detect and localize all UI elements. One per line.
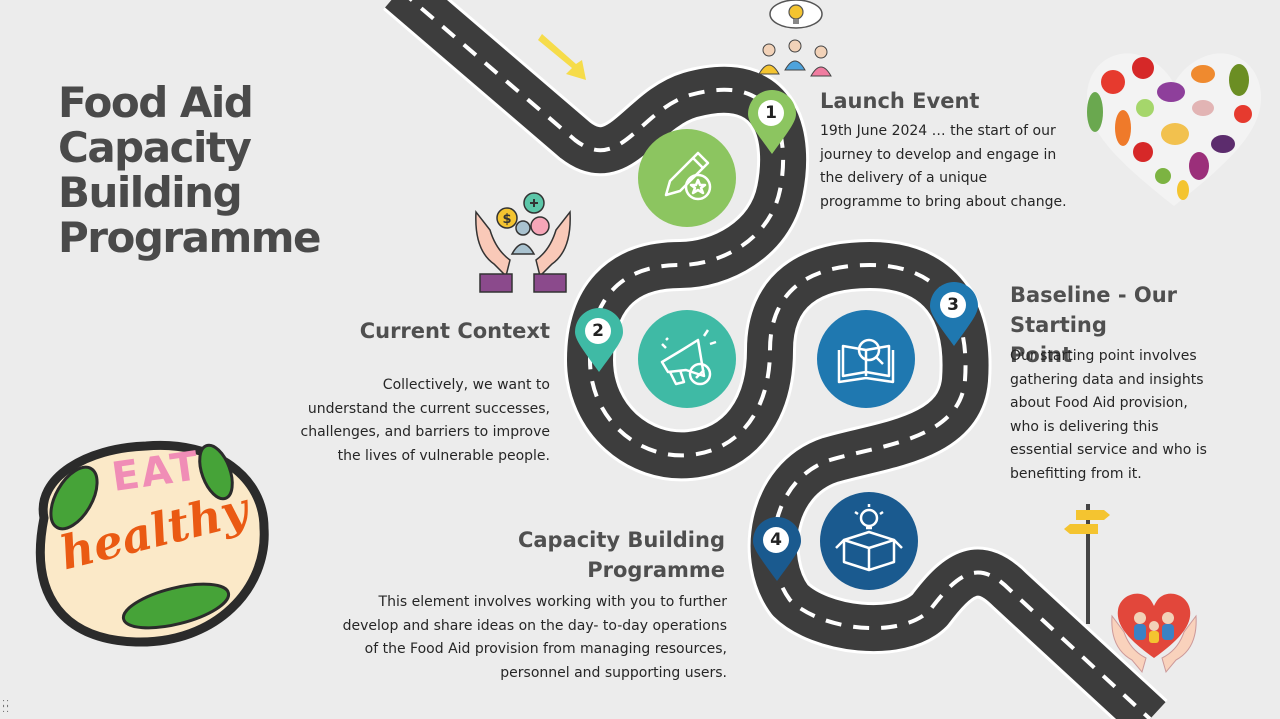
- family-heart-icon: [1111, 593, 1197, 674]
- page-title: Food Aid Capacity Building Programme: [58, 80, 358, 260]
- step-3-heading: Baseline - Our Starting Point: [1010, 280, 1270, 370]
- svg-text:$: $: [502, 212, 511, 227]
- step-4-heading: Capacity Building Programme: [470, 525, 725, 585]
- megaphone-icon: [660, 329, 717, 386]
- step-3-heading-line-1: Baseline - Our Starting: [1010, 283, 1178, 337]
- step-1-heading: Launch Event: [820, 89, 980, 113]
- vegetable-heart-icon: [1086, 53, 1262, 206]
- step-1-circle: [638, 129, 736, 227]
- step-1-pin: 1: [746, 90, 798, 156]
- slide-drag-handle[interactable]: ::::: [2, 697, 11, 715]
- step-4-heading-line-1: Capacity Building: [517, 528, 725, 552]
- step-2-circle: [638, 310, 736, 408]
- book-search-icon: [837, 338, 895, 384]
- step-4-circle: [820, 492, 918, 590]
- step-3-circle: [817, 310, 915, 408]
- step-3-body: Our starting point involves gathering da…: [1010, 348, 1207, 482]
- step-2-heading: Current Context: [359, 319, 550, 343]
- step-2-number: 2: [585, 318, 611, 344]
- step-4-number: 4: [763, 527, 789, 553]
- step-4-body: This element involves working with you t…: [342, 594, 727, 681]
- step-3-number: 3: [940, 292, 966, 318]
- pencil-star-icon: [664, 151, 712, 201]
- step-3-pin: 3: [928, 282, 980, 348]
- step-3-heading-line-2: Point: [1010, 343, 1073, 367]
- step-1-number: 1: [758, 100, 784, 126]
- step-4-pin: 4: [751, 517, 803, 583]
- title-line-4: Programme: [58, 213, 321, 262]
- step-2-pin: 2: [573, 308, 625, 374]
- title-line-3: Building: [58, 168, 243, 217]
- signpost-icon: [1064, 504, 1110, 624]
- arrow-icon: [538, 34, 586, 80]
- caring-hands-icon: $: [475, 192, 571, 293]
- team-idea-icon: [758, 0, 832, 77]
- step-2-body: Collectively, we want to understand the …: [300, 377, 550, 464]
- step-4-heading-line-2: Programme: [587, 558, 725, 582]
- idea-box-icon: [835, 504, 903, 572]
- step-1-body: 19th June 2024 … the start of our journe…: [820, 123, 1067, 210]
- title-line-2: Capacity: [58, 123, 252, 172]
- eat-healthy-sticker: EAT healthy: [26, 428, 272, 650]
- title-line-1: Food Aid: [58, 78, 254, 127]
